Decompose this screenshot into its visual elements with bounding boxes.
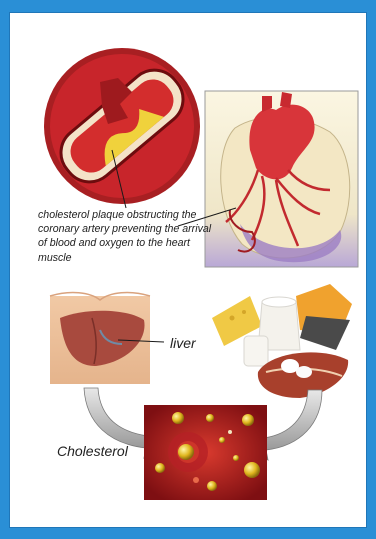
heart-image	[205, 91, 358, 267]
plaque-caption: cholesterol plaque obstructing the coron…	[38, 208, 218, 265]
cholesterol-label: Cholesterol	[57, 443, 128, 459]
artery-cross-section-image	[44, 48, 200, 204]
liver-label: liver	[170, 335, 196, 351]
cholesterol-blood-image	[144, 405, 267, 500]
food-image	[212, 284, 352, 398]
torso-liver-image	[50, 293, 150, 384]
